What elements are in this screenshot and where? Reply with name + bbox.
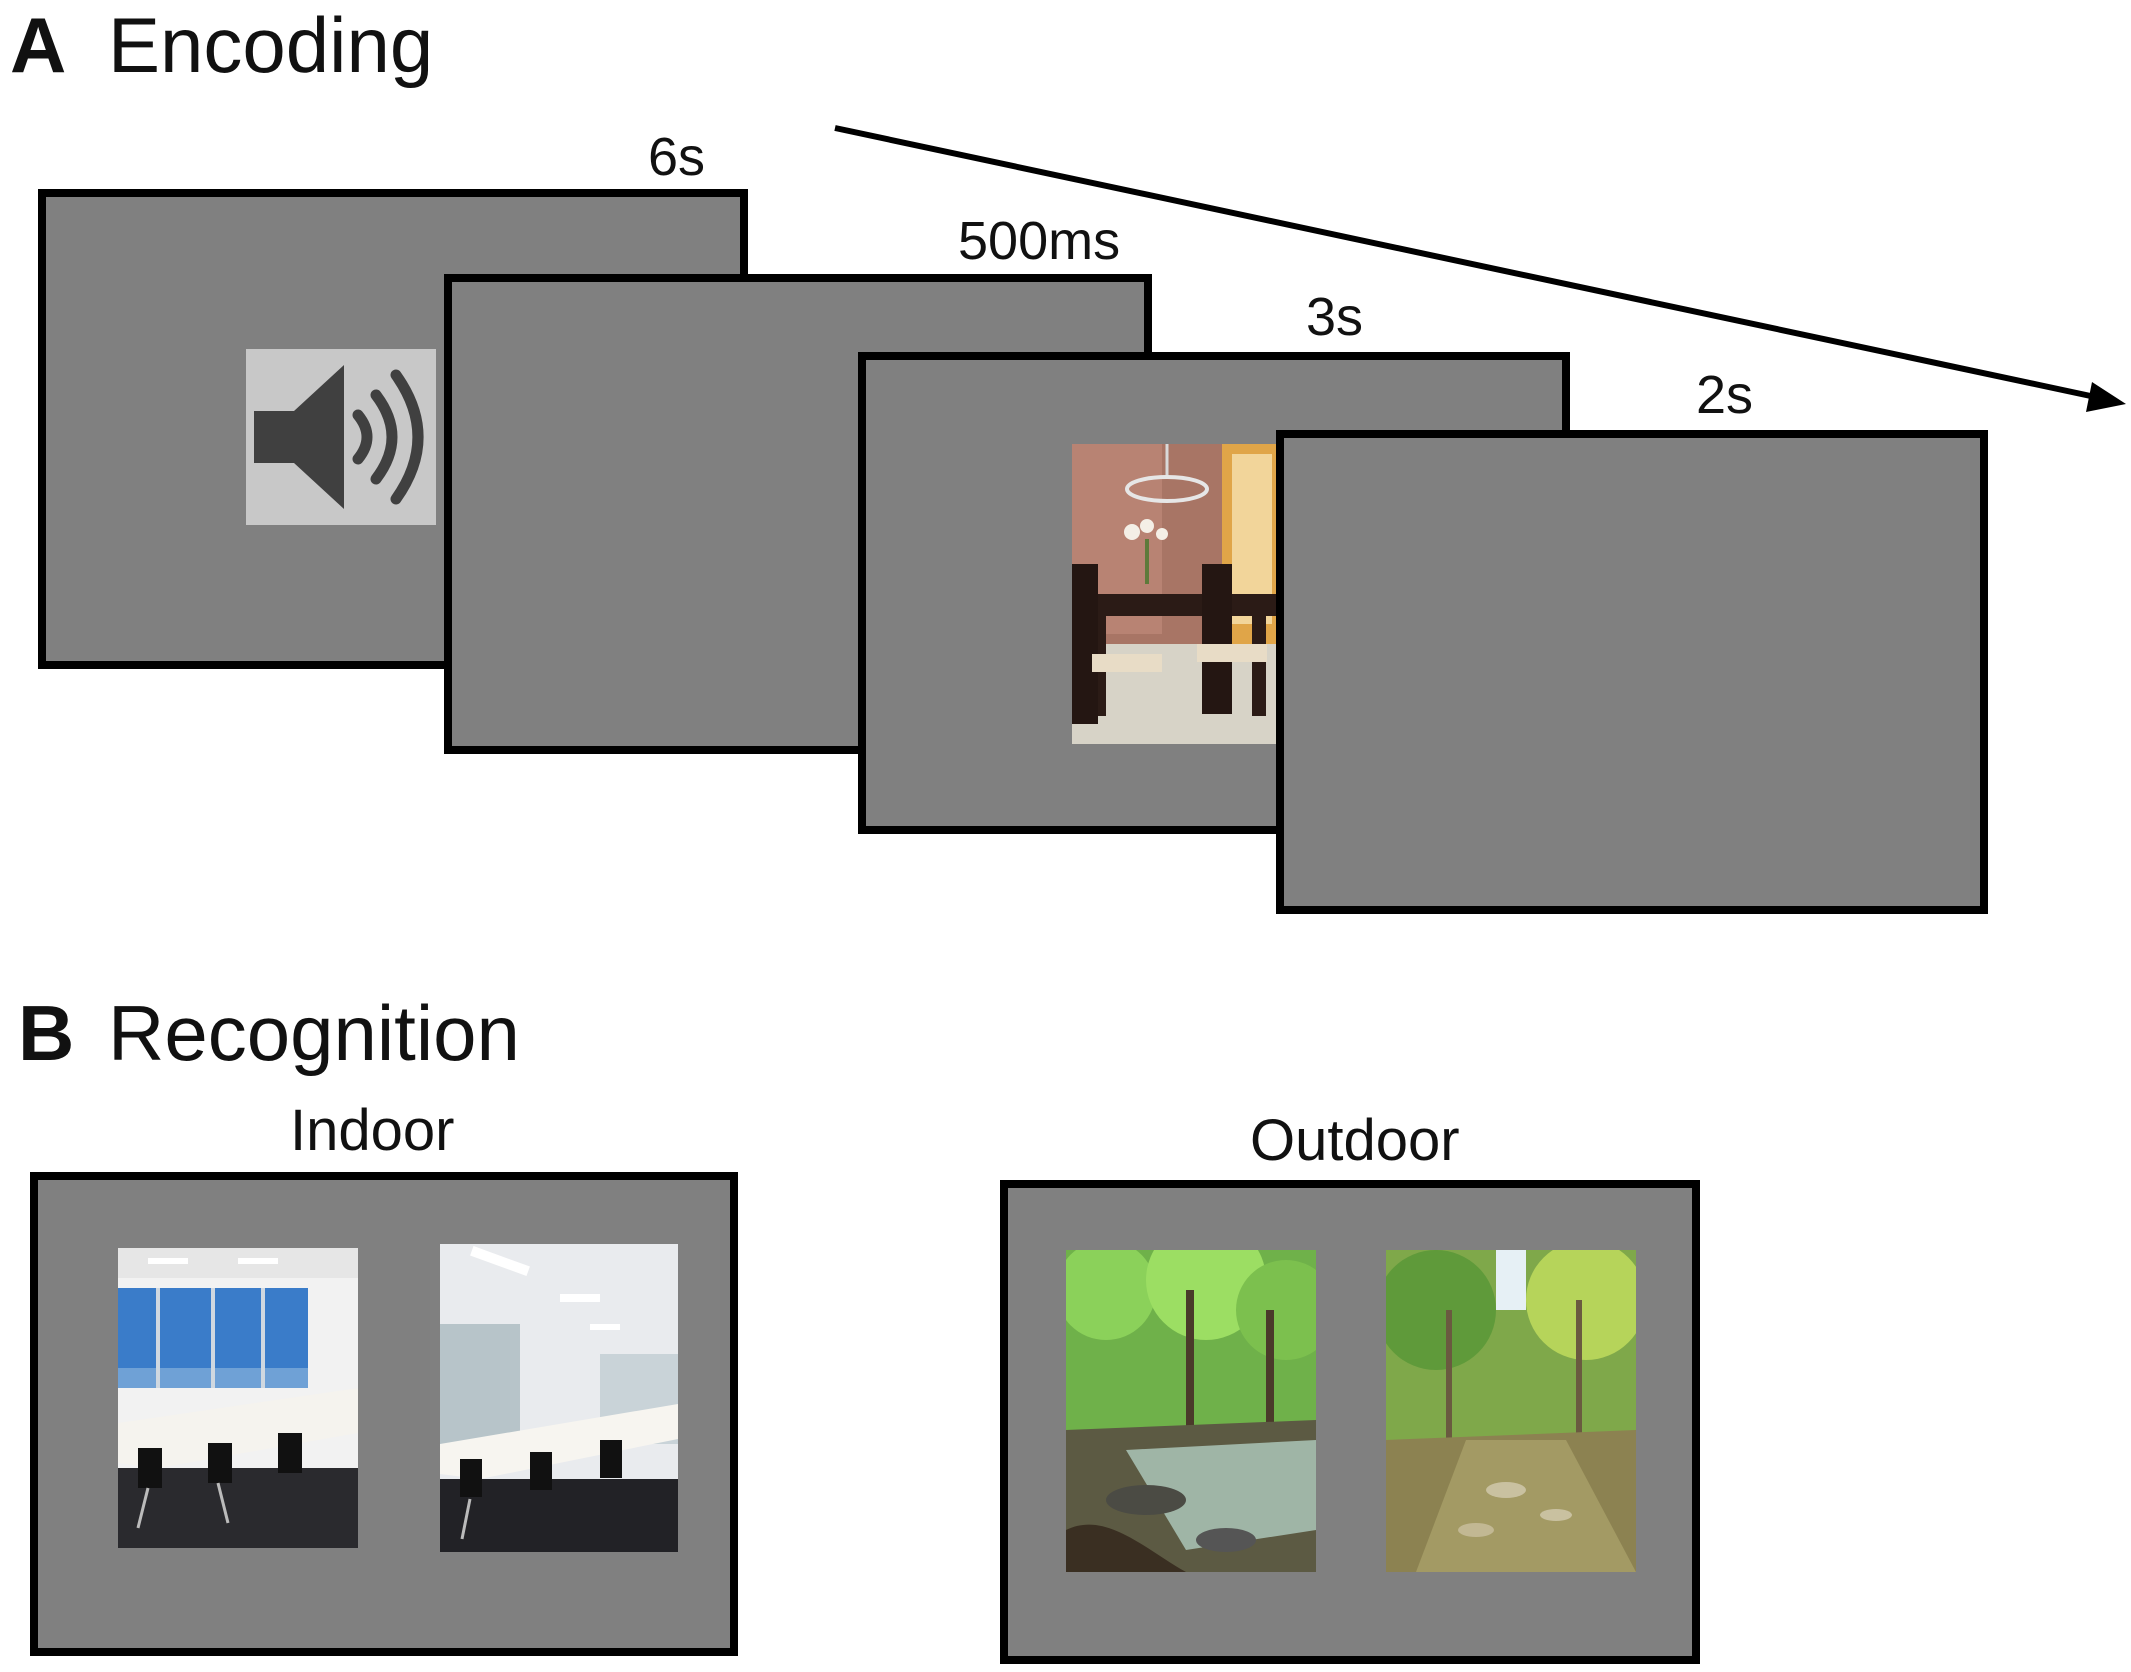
conference-room-photo-1 <box>118 1248 358 1548</box>
outdoor-label: Outdoor <box>1250 1108 1460 1173</box>
forest-stream-photo-2 <box>1386 1250 1636 1572</box>
timeline-arrow <box>834 125 2126 412</box>
recognition-screen-outdoor <box>1000 1180 1700 1664</box>
encoding-screen-blank-2 <box>1276 430 1988 914</box>
dining-room-photo <box>1072 444 1290 744</box>
panel-b-title: Recognition <box>108 989 520 1077</box>
recognition-screen-indoor <box>30 1172 738 1656</box>
timing-label-4: 2s <box>1696 365 1754 425</box>
speaker-icon <box>246 349 436 525</box>
panel-a-letter: A <box>10 1 67 89</box>
panel-a-title: Encoding <box>108 1 434 89</box>
timing-label-1: 6s <box>648 127 706 187</box>
forest-stream-photo-1 <box>1066 1250 1316 1572</box>
timing-label-3: 3s <box>1306 287 1364 347</box>
timing-label-2: 500ms <box>958 211 1121 271</box>
panel-b-letter: B <box>18 989 75 1077</box>
conference-room-photo-2 <box>440 1244 678 1552</box>
indoor-label: Indoor <box>290 1098 455 1163</box>
